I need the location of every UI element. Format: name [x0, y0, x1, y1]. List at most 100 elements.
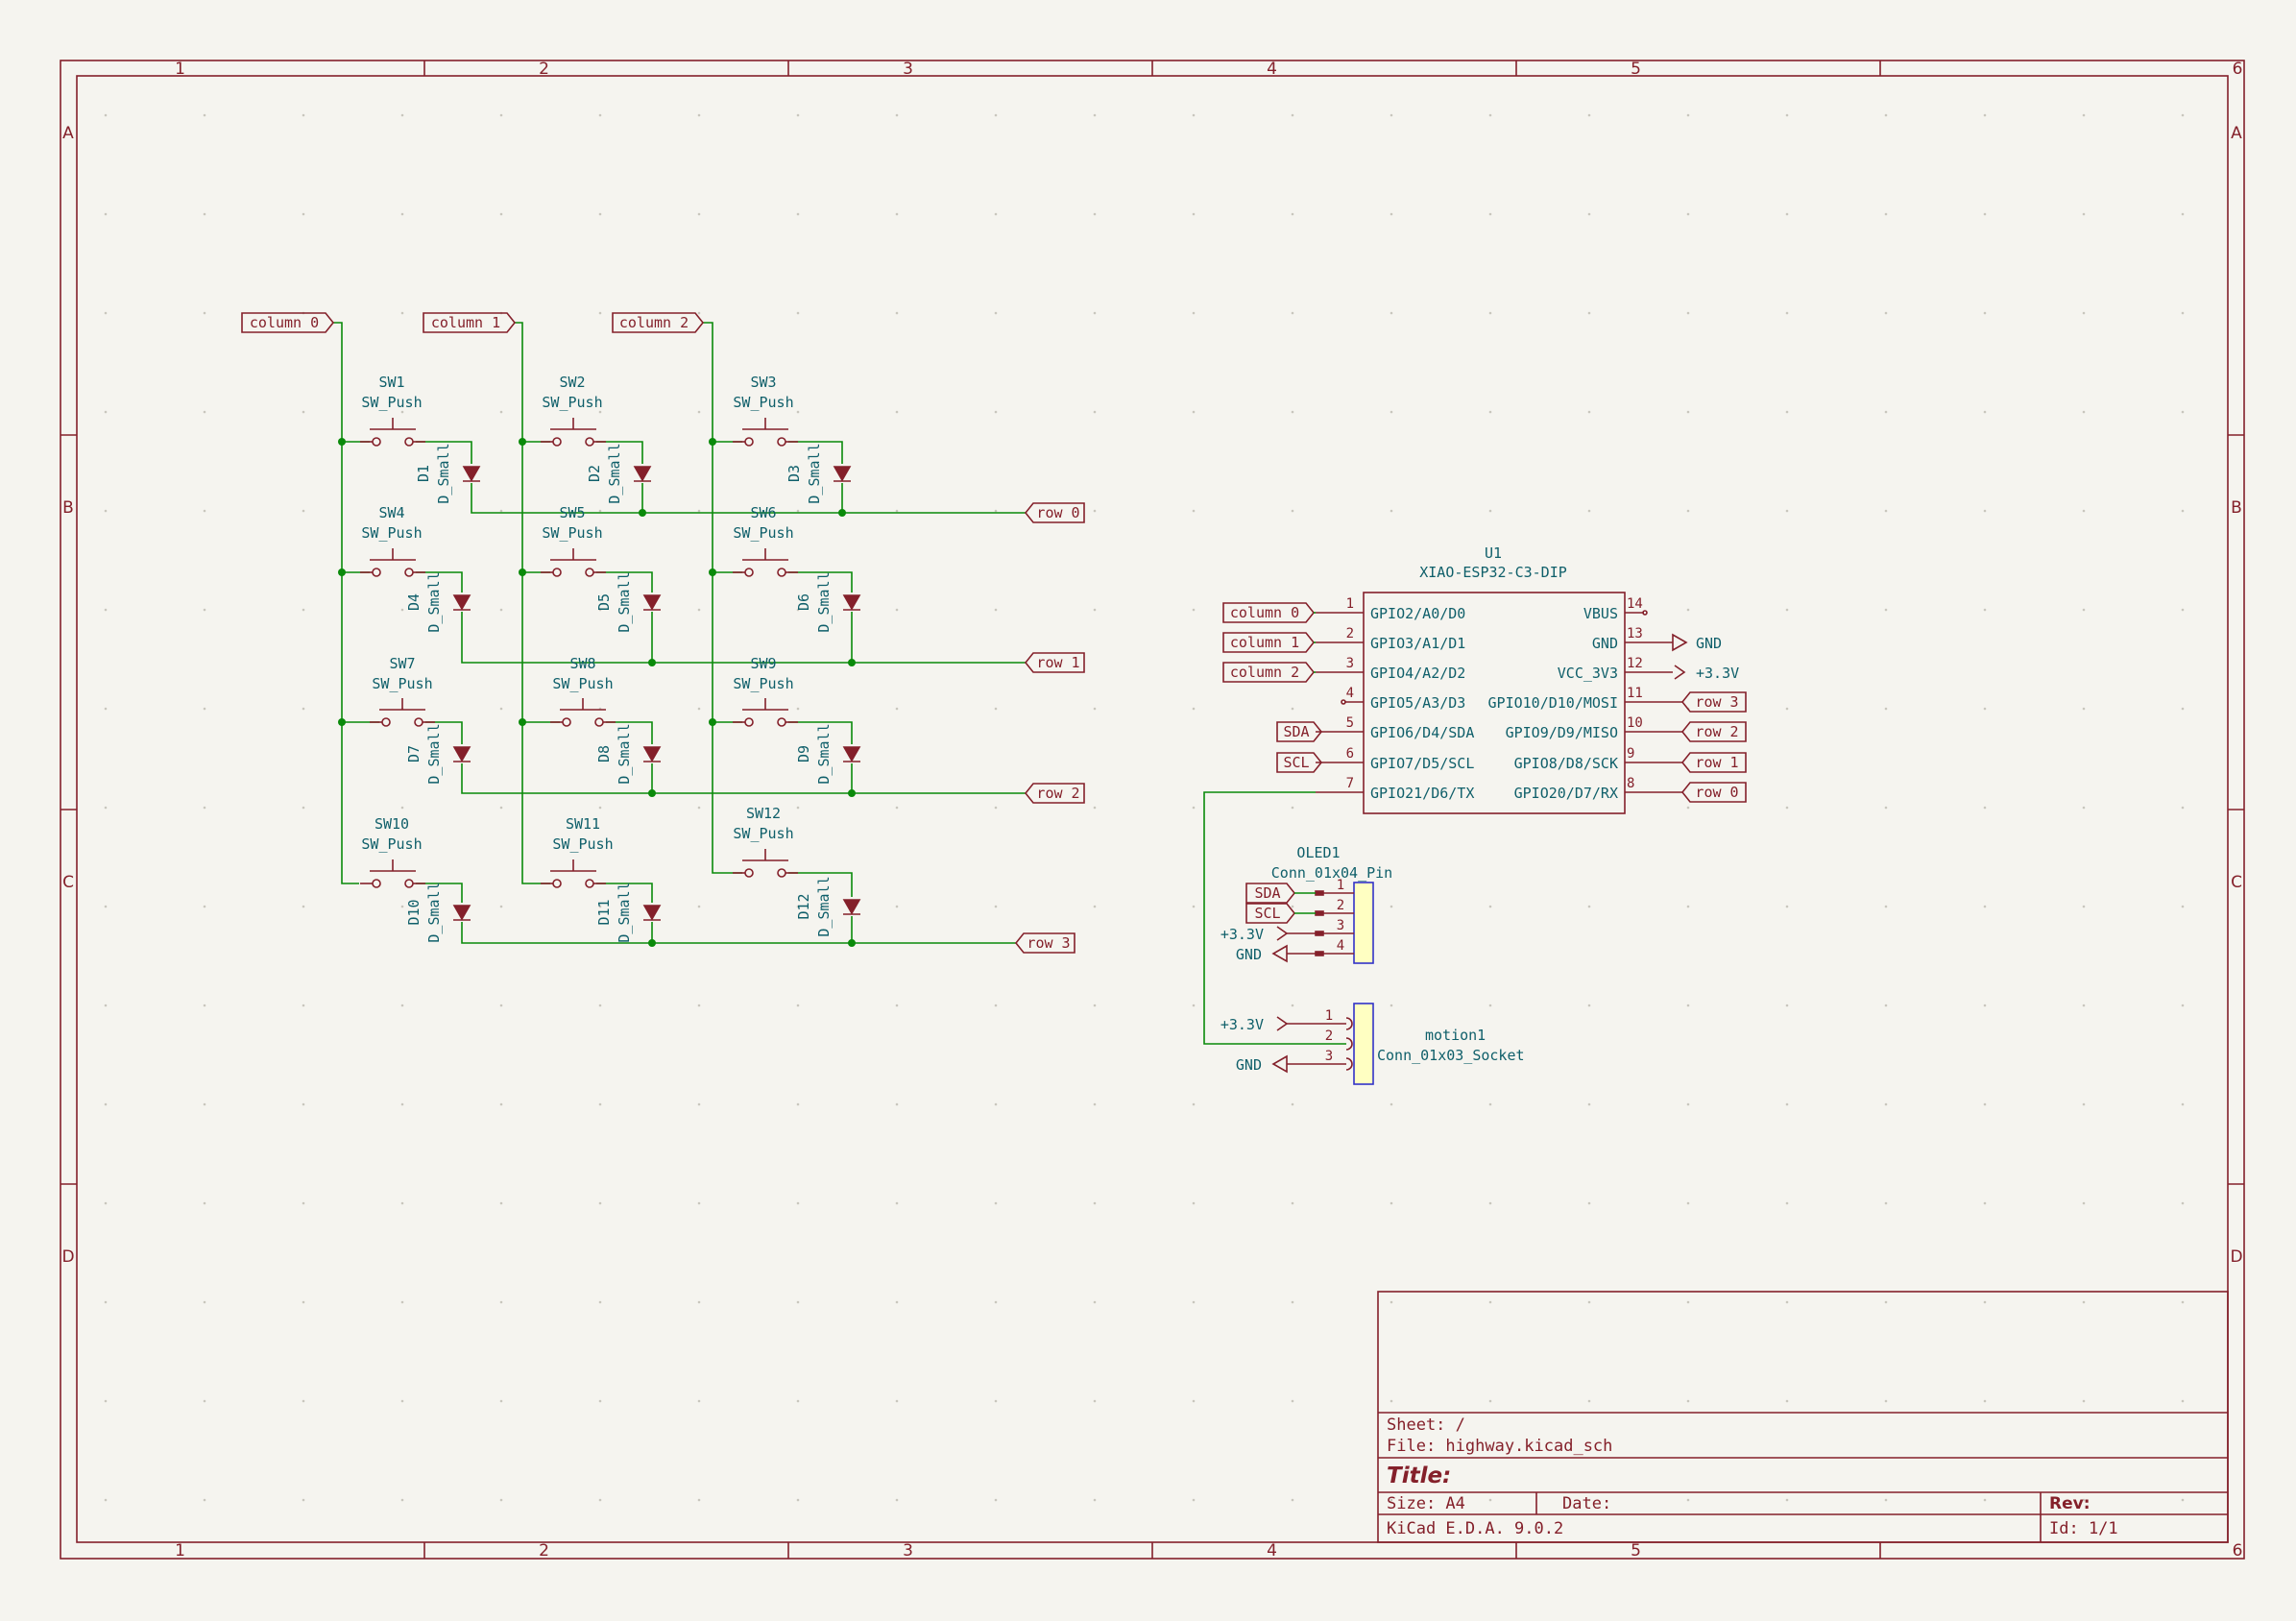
label-row-0: row 0	[1024, 502, 1085, 523]
tb-title: Title:	[1387, 1464, 1451, 1488]
grid-dot	[1587, 509, 1591, 513]
grid-dot	[895, 1399, 899, 1403]
frame-zone-label: B	[62, 498, 74, 518]
oled-pins: 1 2 3 4	[1287, 878, 1354, 956]
grid-dot	[1686, 1201, 1690, 1205]
switch-value: SW_Push	[733, 825, 793, 842]
grid-dot	[1488, 509, 1492, 513]
tb-file: File: highway.kicad_sch	[1387, 1437, 1612, 1456]
grid-dot	[1884, 707, 1888, 711]
grid-dot	[2082, 1102, 2086, 1106]
svg-text:row 1: row 1	[1695, 754, 1738, 771]
svg-text:7: 7	[1346, 776, 1354, 791]
grid-dot	[1587, 212, 1591, 216]
grid-dot	[2181, 1300, 2185, 1304]
frame-zone-label: B	[2231, 498, 2242, 518]
grid-dot	[104, 113, 108, 117]
diode-d3: D3 D_Small	[785, 443, 852, 504]
grid-dot	[1390, 311, 1393, 315]
grid-dot	[796, 1498, 800, 1502]
svg-text:GPIO20/D7/RX: GPIO20/D7/RX	[1514, 785, 1618, 802]
grid-dot	[598, 905, 602, 908]
u1-label-scl: SCL	[1276, 752, 1323, 773]
grid-dot	[499, 1201, 503, 1205]
motion1-connector: 1 2 3 +3.3V GND motion1 Conn_01x03_Socke…	[1221, 1003, 1525, 1085]
grid-dot	[994, 905, 998, 908]
grid-dot	[302, 113, 305, 117]
grid-dot	[2181, 608, 2185, 612]
svg-text:SCL: SCL	[1283, 754, 1309, 771]
grid-dot	[697, 707, 701, 711]
frame-zone-label: 3	[903, 1541, 913, 1561]
grid-dot	[697, 806, 701, 810]
grid-dot	[1983, 608, 1987, 612]
grid-dot	[895, 707, 899, 711]
grid-dot	[1093, 806, 1097, 810]
row-wires	[461, 483, 1026, 944]
u1-label-column-1: column 1	[1222, 632, 1316, 653]
grid-dot	[499, 806, 503, 810]
grid-dot	[2181, 905, 2185, 908]
grid-dot	[1093, 509, 1097, 513]
grid-dot	[1093, 905, 1097, 908]
grid-dot	[1785, 410, 1789, 414]
svg-text:GPIO4/A2/D2: GPIO4/A2/D2	[1370, 665, 1465, 682]
grid-dot	[598, 1399, 602, 1403]
svg-text:+3.3V: +3.3V	[1221, 926, 1264, 943]
grid-dot	[697, 608, 701, 612]
grid-dot	[895, 1498, 899, 1502]
grid-dot	[994, 410, 998, 414]
grid-dot	[203, 608, 206, 612]
grid-dot	[1884, 410, 1888, 414]
grid-dot	[1291, 707, 1294, 711]
svg-text:GND: GND	[1592, 635, 1618, 652]
grid-dot	[1884, 1399, 1888, 1403]
diode-value: D_Small	[815, 723, 833, 784]
grid-dot	[1587, 1004, 1591, 1007]
grid-dot	[1587, 1300, 1591, 1304]
diode-d10: D10 D_Small	[405, 882, 471, 943]
grid-dot	[994, 707, 998, 711]
diode-ref: D3	[785, 465, 803, 482]
grid-dot	[2082, 806, 2086, 810]
grid-dot	[400, 1498, 404, 1502]
motion-value: Conn_01x03_Socket	[1377, 1047, 1525, 1064]
grid-dot	[1785, 1004, 1789, 1007]
grid-dot	[1291, 311, 1294, 315]
diode-value: D_Small	[606, 443, 623, 503]
svg-text:GPIO3/A1/D1: GPIO3/A1/D1	[1370, 635, 1465, 652]
diode-value: D_Small	[616, 723, 633, 784]
grid-dot	[1587, 905, 1591, 908]
svg-text:row 0: row 0	[1695, 784, 1738, 801]
diode-ref: D10	[405, 899, 423, 925]
diode-d7: D7 D_Small	[405, 723, 471, 785]
svg-text:SDA: SDA	[1283, 723, 1309, 740]
grid-dot	[895, 1300, 899, 1304]
grid-dot	[499, 608, 503, 612]
svg-text:VBUS: VBUS	[1583, 605, 1618, 622]
frame-zone-label: 4	[1267, 60, 1277, 79]
grid-dot	[302, 1498, 305, 1502]
motion-power-gnd: GND	[1236, 1054, 1288, 1074]
grid-dot	[400, 410, 404, 414]
grid-dot	[1983, 311, 1987, 315]
motion-ref: motion1	[1425, 1027, 1486, 1044]
grid-dot	[203, 1102, 206, 1106]
grid-dot	[104, 1399, 108, 1403]
label-row-1: row 1	[1024, 652, 1085, 673]
svg-text:2: 2	[1325, 1028, 1333, 1044]
grid-dot	[302, 410, 305, 414]
grid-dot	[2181, 410, 2185, 414]
grid-dot	[697, 410, 701, 414]
switch-ref: SW1	[378, 374, 404, 391]
u1-label-row-3: row 3	[1680, 691, 1747, 713]
frame-zone-label: C	[2231, 873, 2242, 892]
grid-dot	[1488, 311, 1492, 315]
